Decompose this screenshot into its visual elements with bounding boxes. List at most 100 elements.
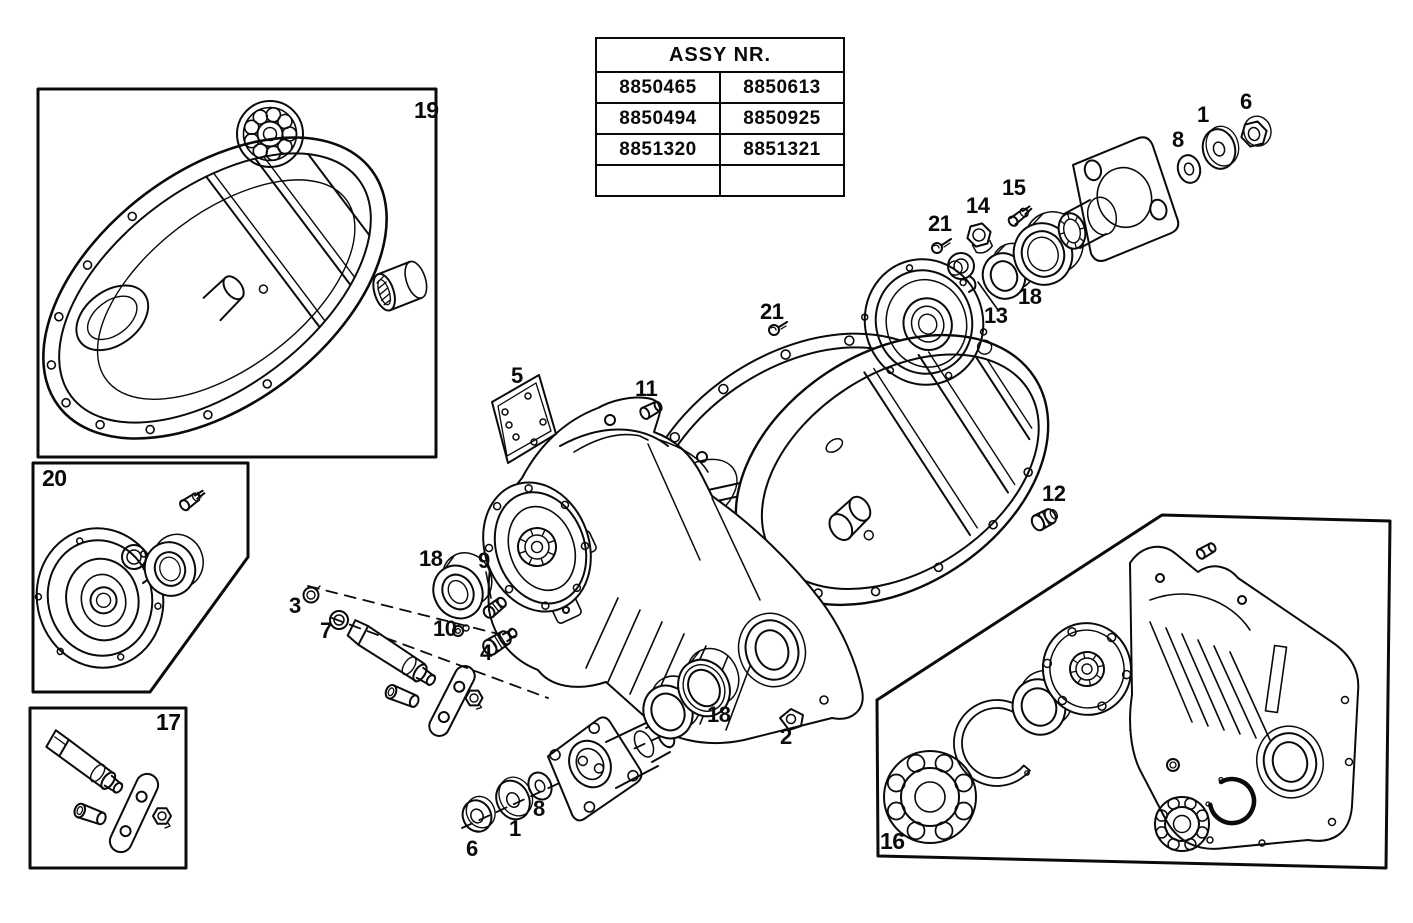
seal-ring-top: [1027, 236, 1059, 272]
rear-output-bore: [1256, 725, 1324, 799]
output-flange: [583, 801, 596, 813]
assy-number: 8851320: [595, 133, 721, 166]
housing-rear-half: [1149, 593, 1251, 631]
case-front-face: [507, 505, 577, 592]
nut-6-bottom: [461, 795, 496, 833]
pto-gasket-5: [491, 374, 557, 464]
snap-ring-small: [1208, 776, 1257, 826]
companion-flange-top: [1079, 233, 1107, 249]
callout-13: 13: [984, 303, 1008, 328]
assy-number: 8851321: [719, 133, 845, 166]
rear-pin: [1195, 542, 1217, 560]
front-retainer-16: [1097, 701, 1107, 711]
flange-spline: [1078, 237, 1085, 243]
needle-sleeve-box19: [372, 272, 396, 312]
washer-8-bottom: [527, 771, 553, 801]
box-17-label: 17: [156, 709, 181, 735]
washer-1-bottom: [498, 776, 534, 817]
ball-bearing-box19: [277, 138, 293, 155]
washer-8-bottom: [534, 779, 546, 793]
case-rear-shell: [986, 358, 1033, 429]
retainer-cover: [75, 537, 84, 545]
output-flange-shaft: [651, 751, 671, 763]
bolt-9: [482, 596, 507, 619]
flange-spline: [1059, 219, 1066, 225]
link-arm: [119, 825, 132, 838]
front-retainer-16: [1057, 695, 1068, 706]
callout-3: 3: [289, 593, 301, 618]
rear-cover: [886, 366, 895, 375]
input-spline: [548, 551, 555, 556]
needle-sleeve-box19: [379, 287, 389, 296]
flange-spline: [1079, 227, 1086, 230]
bearing-box20: [143, 533, 204, 597]
main-case: [607, 609, 641, 683]
bolt-9: [494, 600, 503, 610]
callout-18-left: 18: [419, 546, 443, 571]
housing-rear-half: [1206, 836, 1214, 844]
ball-bearing-box19: [265, 145, 282, 161]
main-case: [629, 621, 663, 695]
case-front-face: [524, 484, 533, 493]
nut-center: [475, 703, 483, 710]
snap-ring-small: [1218, 776, 1224, 783]
case-front-face: [541, 601, 550, 610]
case-cover-inspection: [262, 155, 356, 279]
cover-bolt-holes: [203, 410, 213, 420]
main-case: [659, 439, 709, 473]
output-flange: [568, 739, 612, 789]
case-gasket: [718, 383, 729, 395]
case-rear-shell: [873, 367, 978, 529]
rear-pin: [1207, 542, 1217, 553]
box-19-frame: [36, 87, 438, 459]
callout-10: 10: [433, 616, 457, 641]
detent-pin: [96, 811, 107, 826]
ring-3: [302, 586, 320, 604]
callout-15: 15: [1002, 175, 1026, 200]
cover-bolt-holes: [127, 211, 138, 222]
callout-1-top: 1: [1197, 102, 1209, 127]
clip-2: [779, 708, 804, 731]
input-spline: [518, 550, 526, 555]
output-flange: [588, 722, 601, 734]
ball-bearing-small: [1154, 796, 1210, 852]
housing-rear-half: [1149, 621, 1193, 723]
housing-rear-half: [1344, 757, 1354, 767]
shift-shaft: [100, 771, 117, 790]
case-output-bore: [737, 612, 807, 688]
assy-number-empty: [595, 164, 721, 197]
pin-center: [387, 687, 395, 697]
front-retainer-16: [1106, 632, 1117, 643]
case-rear-shell: [988, 519, 998, 530]
case-front-face: [560, 500, 570, 510]
ball-bearing-small: [1155, 797, 1209, 851]
case-cover-inspection: [254, 157, 352, 286]
nut-center: [464, 689, 484, 707]
box-19-frame: [36, 87, 438, 459]
lock-nut-box17: [152, 807, 172, 829]
detent-pin: [76, 806, 84, 816]
ball-bearing-large: [886, 801, 906, 821]
callout-12: 12: [1042, 481, 1066, 506]
front-retainer-16: [1121, 669, 1132, 680]
bleeder-screw-box20: [180, 492, 195, 503]
callout-11: 11: [635, 376, 658, 401]
main-case: [819, 695, 829, 705]
rear-cover-group: [860, 115, 1272, 386]
box-17-frame: [28, 706, 188, 870]
case-cover-inspection: [42, 136, 388, 440]
case-cover-inspection: [42, 100, 428, 440]
companion-flange-top: [1096, 166, 1153, 229]
front-retainer-16: [1081, 663, 1093, 675]
ball-bearing-box19: [252, 109, 269, 125]
shell-stub: [828, 495, 872, 542]
shift-shaft-center: [346, 619, 437, 686]
link-arm-center: [428, 665, 476, 737]
case-front-face: [484, 484, 590, 610]
pin-center: [387, 697, 413, 708]
case-rear-shell: [863, 371, 971, 537]
case-front-face: [504, 584, 514, 594]
case-front-face: [580, 541, 590, 551]
clip-10: [462, 624, 470, 632]
